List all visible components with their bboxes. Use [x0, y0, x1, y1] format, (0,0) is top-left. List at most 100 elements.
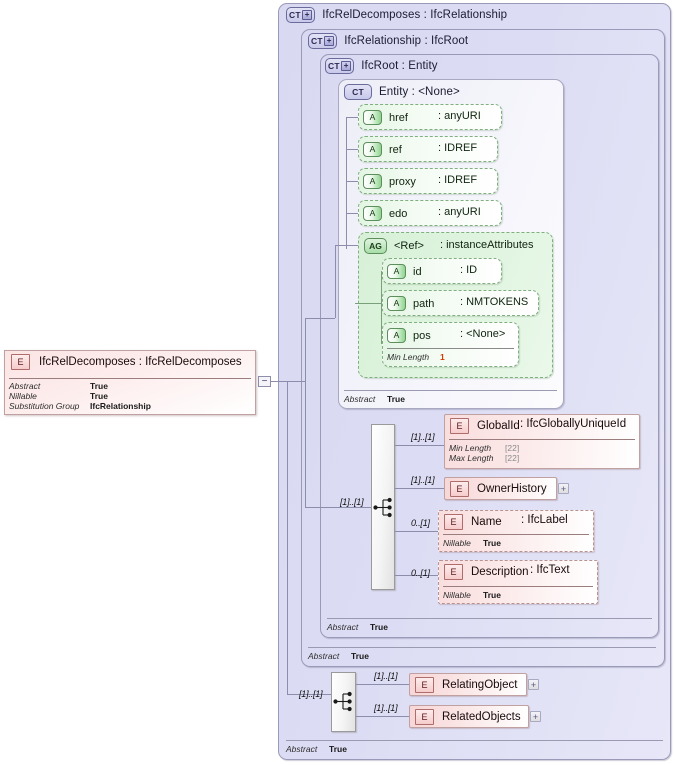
element-type: : IfcLabel — [521, 514, 568, 526]
element-icon: E — [450, 418, 469, 434]
attribute-name: href — [389, 111, 408, 124]
panel-footer-value: True — [387, 394, 405, 404]
attribute-href[interactable] — [358, 104, 502, 130]
element-ownerhistory-header: E OwnerHistory — [450, 481, 547, 497]
sequence-branch-globalid — [395, 445, 444, 446]
attribute-type: : NMTOKENS — [460, 296, 529, 308]
panel-footer-value: True — [351, 651, 369, 661]
attribute-icon: A — [363, 110, 382, 125]
attribute-name: edo — [389, 207, 408, 220]
element-name: Description — [471, 566, 529, 578]
element-relatedobjects-header: E RelatedObjects — [415, 709, 521, 725]
sequence-connector-in — [305, 507, 371, 508]
attribute-edo-row: A edo — [363, 206, 407, 221]
complextype-expand-icon[interactable]: CT+ — [325, 58, 355, 74]
attribute-proxy-row: A proxy — [363, 174, 416, 189]
element-icon: E — [444, 514, 463, 530]
root-element-ifcreldecomposes[interactable] — [4, 350, 256, 415]
element-name: RelatingObject — [442, 679, 518, 691]
plus-icon[interactable]: + — [302, 10, 313, 20]
attribute-pos-facet-separator — [387, 348, 514, 349]
element-name-header: E Name — [444, 514, 502, 530]
entity-connector-vertical — [335, 245, 336, 318]
element-icon: E — [444, 564, 463, 580]
sequence-branch-description — [395, 575, 438, 576]
root-element-prop-label-substitution-group: Substitution Group — [9, 401, 80, 411]
element-globalid-facet-label-min: Min Length — [449, 443, 492, 453]
expand-ownerhistory-button[interactable]: + — [558, 483, 569, 494]
attribute-group-name: <Ref> — [394, 240, 424, 252]
element-description-box[interactable] — [438, 560, 598, 604]
attribute-href-row: A href — [363, 110, 408, 125]
element-relatingobject-header: E RelatingObject — [415, 677, 517, 693]
element-name-box[interactable] — [438, 510, 594, 552]
panel-title: IfcRelDecomposes : IfcRelationship — [322, 9, 508, 21]
root-element-title: IfcRelDecomposes : IfcRelDecomposes — [39, 356, 242, 368]
attribute-type: : ID — [460, 264, 478, 276]
attribute-type: : <None> — [460, 328, 506, 340]
complextype-icon[interactable]: CT — [344, 84, 372, 100]
panel-ifcreldecomposes-header: CT+ IfcRelDecomposes : IfcRelationship — [286, 7, 507, 23]
expand-relatedobjects-button[interactable]: + — [530, 711, 541, 722]
attribute-ref-row: A ref — [363, 142, 402, 157]
complextype-expand-icon[interactable]: CT+ — [286, 7, 316, 23]
attribute-type: : anyURI — [438, 110, 481, 122]
element-globalid[interactable] — [444, 414, 640, 469]
element-description-facet-label: Nillable — [443, 590, 471, 600]
attribute-pos-facet-value: 1 — [440, 352, 445, 362]
root-element-prop-value-substitution-group: IfcRelationship — [90, 401, 151, 411]
panel-ifcrelationship-header: CT+ IfcRelationship : IfcRoot — [308, 33, 468, 49]
element-name-separator — [443, 534, 589, 535]
sequence-branch-ownerhistory — [395, 488, 444, 489]
attribute-path-row: A path — [387, 296, 434, 311]
element-icon: E — [450, 481, 469, 497]
attribute-group-type: : instanceAttributes — [440, 239, 534, 251]
panel-footer-label: Abstract — [327, 622, 359, 632]
panel-footer-label: Abstract — [344, 394, 376, 404]
complextype-expand-icon[interactable]: CT+ — [308, 33, 338, 49]
element-globalid-separator — [449, 439, 635, 440]
plus-icon[interactable]: + — [324, 36, 335, 46]
element-name-facet-value: True — [483, 538, 501, 548]
element-type: : IfcText — [530, 564, 570, 576]
element-globalid-cardinality: [1]..[1] — [411, 432, 435, 442]
panel-footer-value: True — [329, 744, 347, 754]
attribute-ref[interactable] — [358, 136, 498, 162]
panel-title: IfcRelationship : IfcRoot — [344, 35, 469, 47]
element-relatingobject[interactable] — [409, 673, 527, 696]
element-type: : IfcGloballyUniqueId — [520, 418, 627, 430]
panel-title: Entity : <None> — [379, 86, 460, 98]
panel-footer-separator — [308, 647, 656, 648]
attribute-branch-href — [346, 117, 358, 118]
element-description-cardinality: 0..[1] — [411, 568, 430, 578]
attribute-path[interactable] — [382, 290, 539, 316]
attribute-icon: A — [387, 264, 406, 279]
element-globalid-facet-label-max: Max Length — [449, 453, 494, 463]
attribute-group-icon: AG — [364, 238, 387, 254]
attribute-tree-trunk — [346, 117, 347, 249]
attribute-group-inlet — [355, 303, 381, 304]
panel-footer-value: True — [370, 622, 388, 632]
sequence-branch-name — [395, 531, 438, 532]
panel-footer-label: Abstract — [286, 744, 318, 754]
expand-relatingobject-button[interactable]: + — [528, 679, 539, 690]
element-description-separator — [443, 586, 593, 587]
attribute-icon: A — [387, 328, 406, 343]
attribute-group-trunk — [381, 271, 382, 344]
root-element-type: : IfcRelDecomposes — [138, 356, 242, 368]
element-relatingobject-cardinality: [1]..[1] — [374, 671, 398, 681]
collapse-toggle[interactable]: − — [258, 376, 271, 387]
attribute-edo[interactable] — [358, 200, 502, 226]
sequence-icon — [373, 497, 392, 518]
element-name-cardinality: 0..[1] — [411, 518, 430, 528]
element-ownerhistory[interactable] — [444, 477, 557, 500]
element-name-facet-label: Nillable — [443, 538, 471, 548]
root-element-separator — [9, 378, 251, 379]
sequence-bottom-cardinality: [1]..[1] — [299, 689, 323, 699]
plus-icon[interactable]: + — [341, 61, 352, 71]
element-name: RelatedObjects — [442, 711, 521, 723]
element-relatedobjects[interactable] — [409, 705, 529, 728]
panel-footer-label: Abstract — [308, 651, 340, 661]
attribute-branch-ref — [346, 149, 358, 150]
element-name: GlobalId — [477, 420, 520, 432]
